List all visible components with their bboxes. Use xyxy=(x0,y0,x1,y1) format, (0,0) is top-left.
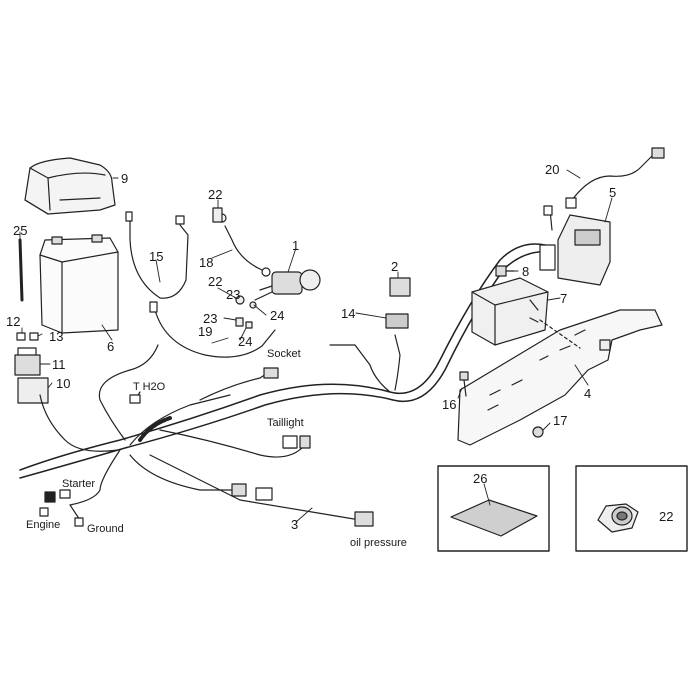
leader-lines xyxy=(19,169,653,523)
part-number-5: 5 xyxy=(609,185,617,200)
clip-13-part xyxy=(29,332,39,341)
label-t-h2o: T H2O xyxy=(133,381,166,393)
part-number-22-mid: 22 xyxy=(208,274,223,289)
part-number-3: 3 xyxy=(291,517,299,532)
part-number-4: 4 xyxy=(584,386,592,401)
inset-22-box xyxy=(575,465,688,552)
battery-strip-part xyxy=(18,238,24,302)
part-number-23-low: 23 xyxy=(203,311,218,326)
clip-12-part xyxy=(16,332,26,341)
part-number-13: 13 xyxy=(49,329,64,344)
cable-19 xyxy=(154,309,276,358)
label-ground: Ground xyxy=(87,523,124,535)
mounting-bracket-part xyxy=(457,309,663,446)
label-socket: Socket xyxy=(267,348,301,360)
screw-16-part xyxy=(459,371,469,397)
part-number-1: 1 xyxy=(292,238,300,253)
cable-18 xyxy=(217,213,271,277)
nut-17-part xyxy=(532,426,544,438)
part-number-2: 2 xyxy=(391,259,399,274)
part-number-7: 7 xyxy=(560,291,568,306)
battery-part xyxy=(39,234,119,334)
sensor-cable-20 xyxy=(565,147,665,209)
part-number-15: 15 xyxy=(149,249,164,264)
part-number-6: 6 xyxy=(107,339,115,354)
part-number-11: 11 xyxy=(52,357,66,372)
main-harness xyxy=(19,243,549,527)
part-number-24-low: 24 xyxy=(238,334,253,349)
fasteners-23-24 xyxy=(235,295,257,329)
part-number-10: 10 xyxy=(56,376,71,391)
part-number-17: 17 xyxy=(553,413,568,428)
part-number-22-top: 22 xyxy=(208,187,223,202)
part-number-8: 8 xyxy=(522,264,530,279)
label-oil-pressure: oil pressure xyxy=(350,537,407,549)
part-number-14: 14 xyxy=(341,306,356,321)
part-number-26: 26 xyxy=(473,471,488,486)
taillight-connector xyxy=(282,435,298,449)
part-number-24-top: 24 xyxy=(270,308,285,323)
control-unit-part xyxy=(471,277,549,346)
part-number-23-top: 23 xyxy=(226,287,241,302)
starter-relay-part xyxy=(254,269,321,301)
part-number-12: 12 xyxy=(6,314,21,329)
battery-cable-15 xyxy=(125,211,189,299)
part-number-25: 25 xyxy=(13,223,28,238)
part-number-20: 20 xyxy=(545,162,560,177)
part-number-22-inset: 22 xyxy=(659,509,674,524)
bolt-22-part xyxy=(212,207,223,223)
label-starter: Starter xyxy=(62,478,96,490)
part-number-18: 18 xyxy=(199,255,214,270)
inset-26-box xyxy=(437,465,550,552)
label-taillight: Taillight xyxy=(267,417,304,429)
part-number-19: 19 xyxy=(198,324,213,339)
ecu-connector-part xyxy=(539,205,611,286)
part-number-9: 9 xyxy=(121,171,129,186)
label-engine: Engine xyxy=(26,519,61,531)
relay-2-part xyxy=(389,277,411,297)
relay-holder-part xyxy=(14,347,49,404)
relay-14-part xyxy=(385,313,409,329)
part-number-16: 16 xyxy=(442,397,457,412)
battery-cover-part xyxy=(24,157,116,215)
